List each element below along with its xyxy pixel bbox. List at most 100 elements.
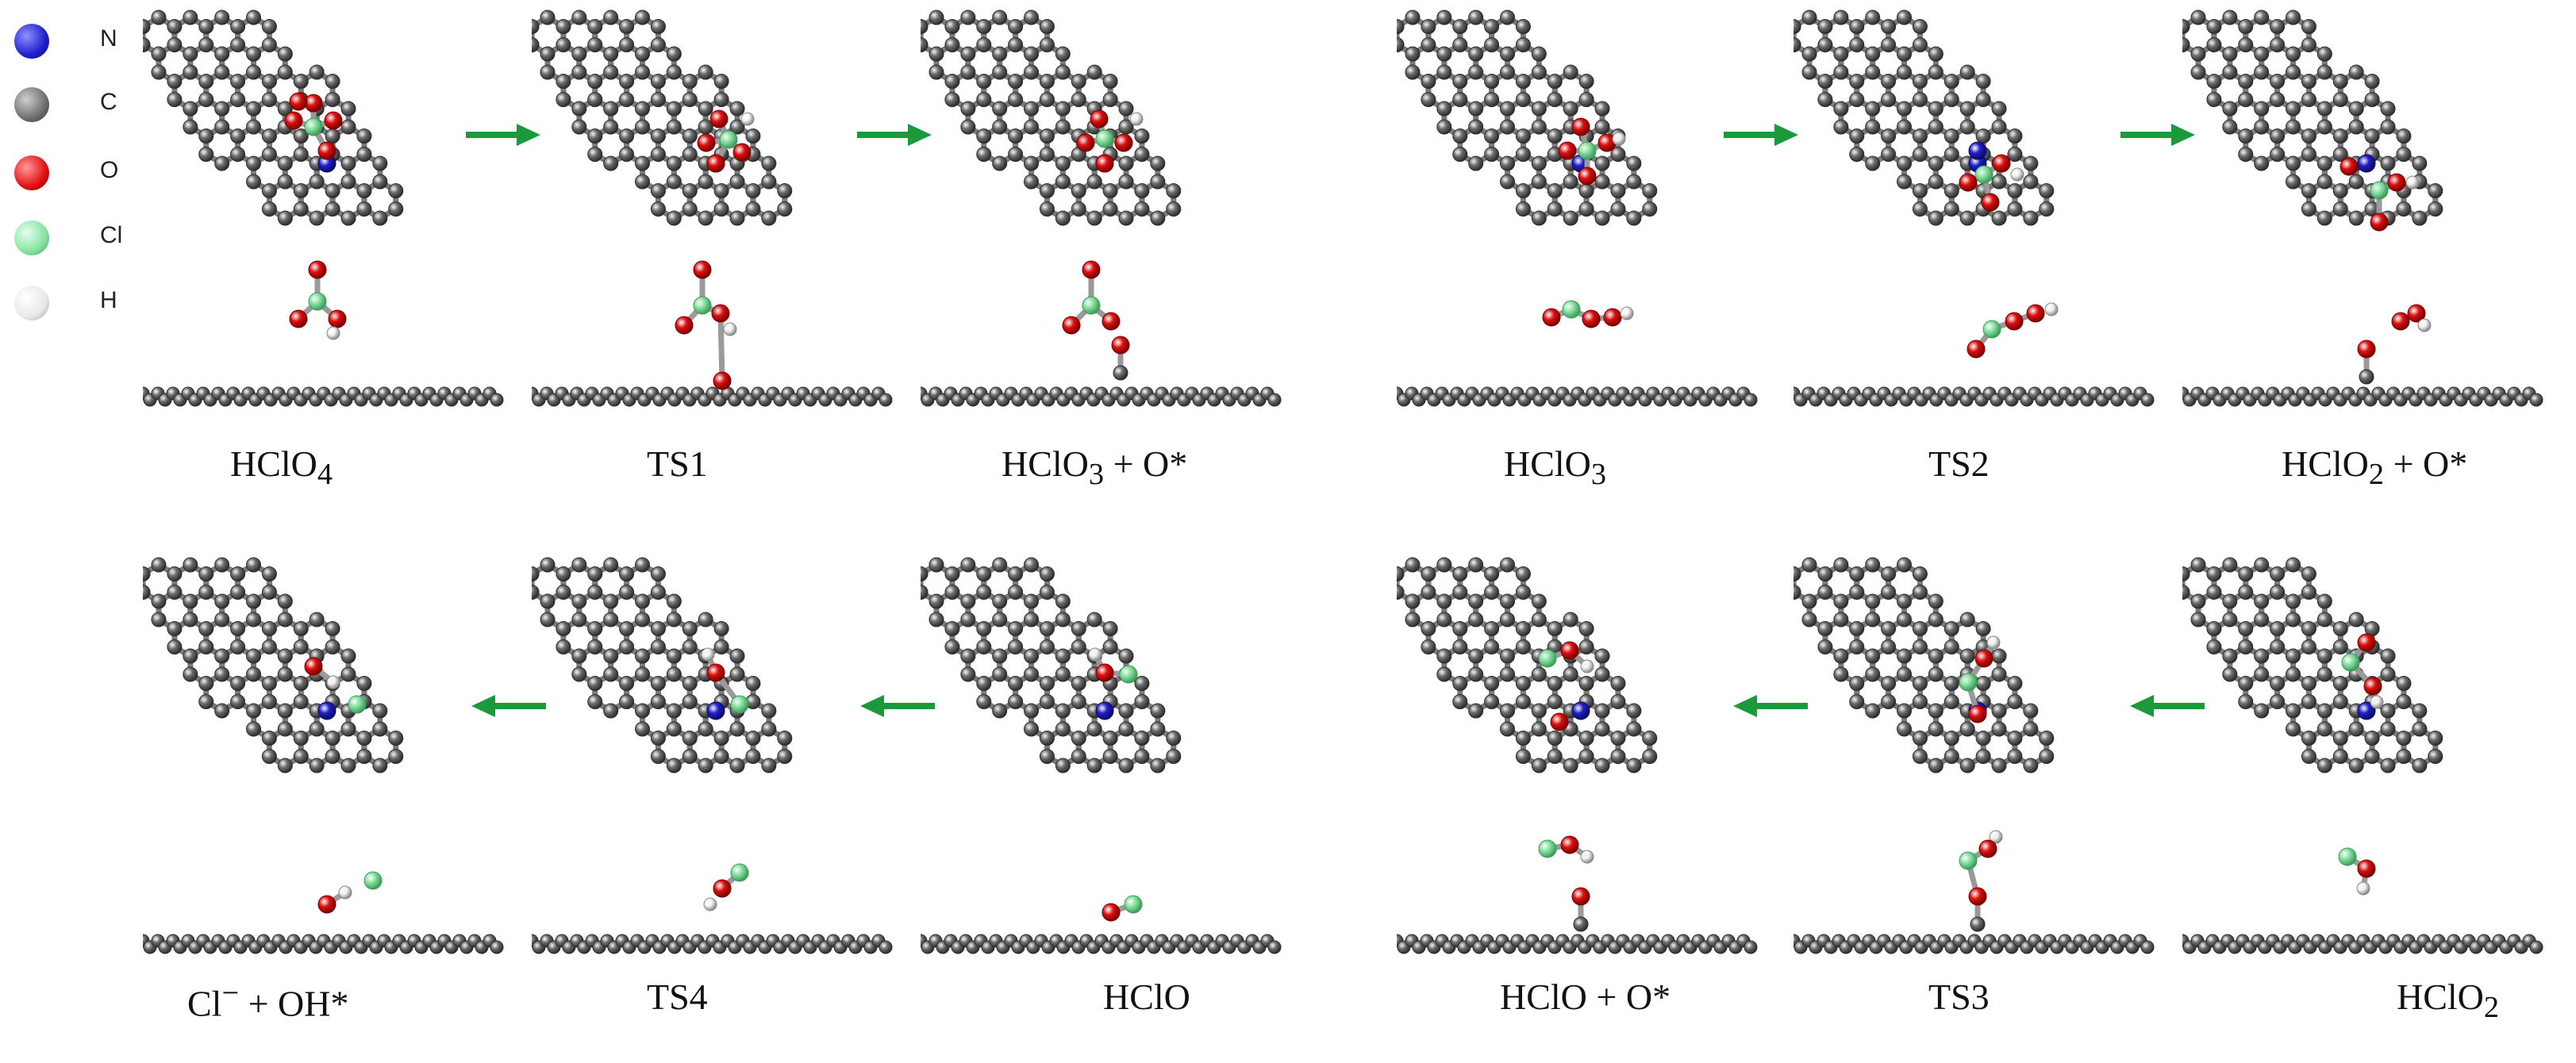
atom-h — [1612, 132, 1626, 146]
atom-c — [992, 64, 1008, 80]
atom-c — [603, 155, 619, 171]
caption-hclo3-o: HClO3 + O* — [1002, 443, 1188, 492]
left-arrow-icon — [860, 695, 935, 717]
atom-o — [1090, 109, 1109, 129]
atom-c — [1086, 721, 1102, 737]
atom-c — [1405, 10, 1421, 25]
atom-c — [1928, 119, 1944, 135]
legend-label-c: C — [100, 89, 117, 115]
atom-c — [2254, 10, 2270, 25]
panel-hclo4 — [143, 8, 508, 516]
atom-c — [1468, 666, 1484, 682]
atom-c — [1626, 155, 1642, 171]
atom-c — [1991, 721, 2007, 737]
atom-c — [277, 64, 293, 80]
atom-c — [2182, 566, 2190, 581]
atom-c — [1055, 101, 1071, 117]
atom-c — [1547, 694, 1563, 709]
atom-c — [1039, 676, 1055, 691]
atom-o — [2370, 213, 2389, 232]
atom-c — [1515, 147, 1531, 162]
atom-c — [2301, 74, 2316, 89]
atom-c — [372, 174, 388, 190]
atom-c — [1881, 74, 1897, 89]
atom-c — [1578, 731, 1594, 746]
atom-c — [1515, 37, 1531, 52]
atom-c — [1055, 721, 1071, 737]
atom-c — [356, 676, 372, 691]
atom-c — [1039, 37, 1055, 52]
atom-c — [1897, 721, 1913, 737]
atom-c — [1421, 74, 1436, 89]
atom-h — [740, 112, 755, 126]
atom-c — [1515, 201, 1531, 217]
atom-c — [1897, 666, 1913, 682]
atom-o — [1114, 133, 1133, 152]
atom-c — [960, 64, 976, 80]
atom-c — [261, 92, 277, 107]
atom-c — [1484, 19, 1500, 34]
atom-c — [1912, 676, 1928, 691]
atom-c — [729, 119, 745, 135]
atom-c — [1421, 585, 1436, 600]
atom-o — [1102, 903, 1121, 922]
atom-c — [2238, 74, 2254, 89]
atom-c — [650, 731, 666, 746]
atom-o — [1062, 316, 1081, 335]
atom-c — [992, 101, 1008, 117]
atom-c — [1912, 621, 1928, 636]
atom-c — [682, 639, 698, 654]
atom-c — [944, 37, 960, 52]
atom-c — [1944, 92, 1959, 107]
atom-c — [777, 731, 793, 746]
atom-c — [151, 46, 167, 62]
atom-o — [2357, 340, 2376, 359]
atom-c — [1944, 676, 1959, 691]
atom-c — [2332, 183, 2348, 198]
atom-c — [1500, 721, 1516, 737]
atom-c — [2316, 64, 2332, 80]
atom-c — [1071, 731, 1086, 746]
atom-c — [1397, 585, 1405, 600]
atom-c — [2286, 174, 2301, 190]
atom-c — [277, 703, 293, 719]
atom-c — [1397, 19, 1405, 34]
atom-c — [1563, 101, 1578, 117]
atom-c — [1436, 666, 1452, 682]
atom-c — [198, 19, 214, 34]
atom-c — [682, 129, 698, 144]
atom-c — [929, 10, 944, 25]
atom-c — [1928, 648, 1944, 664]
atom-c — [198, 147, 214, 162]
atom-o — [675, 316, 694, 335]
atom-c — [1928, 666, 1944, 682]
atom-c — [356, 147, 372, 162]
structure-svg — [2182, 557, 2543, 954]
atom-c — [340, 174, 356, 190]
atom-c — [183, 557, 198, 573]
atom-c — [2301, 92, 2316, 107]
atom-c — [261, 694, 277, 709]
atom-c — [1849, 621, 1865, 636]
caption-hclo2-o: HClO2 + O* — [2282, 443, 2468, 492]
atom-c — [214, 593, 230, 609]
atom-c — [1024, 10, 1040, 25]
atom-c — [2316, 210, 2332, 226]
atom-c — [713, 749, 729, 764]
atom-c — [1055, 210, 1071, 226]
atom-c — [1515, 621, 1531, 636]
panel-hclo — [921, 555, 1286, 1063]
atom-c — [198, 74, 214, 89]
atom-o — [1974, 649, 1994, 668]
atom-c — [1500, 46, 1516, 62]
atom-c — [1912, 92, 1928, 107]
atom-c — [619, 37, 635, 52]
atom-o — [289, 309, 308, 328]
atom-c — [1008, 19, 1024, 34]
panel-hclo2 — [2182, 555, 2547, 1063]
structure-svg — [143, 10, 504, 407]
atom-c — [261, 585, 277, 600]
atom-c — [2206, 37, 2222, 52]
atom-c — [1102, 731, 1118, 746]
atom-c — [2364, 731, 2380, 746]
